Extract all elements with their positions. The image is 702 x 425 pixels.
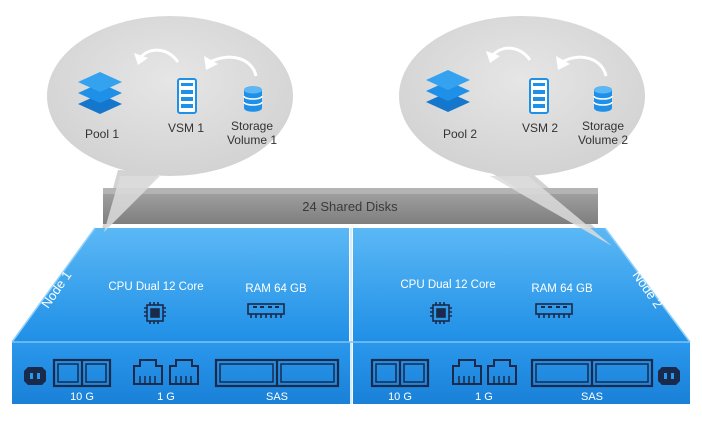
layers-icon bbox=[426, 70, 470, 112]
ten-g-ports bbox=[52, 358, 112, 388]
bubble-2-vsm-label: VSM 2 bbox=[522, 121, 558, 135]
ram-module-icon bbox=[535, 303, 573, 318]
node-1-ram-label: RAM 64 GB bbox=[245, 283, 307, 295]
node-2-one-g-label: 1 G bbox=[475, 391, 493, 403]
node-2-ten-g-label: 10 G bbox=[388, 391, 412, 403]
bubble-1-vsm-label: VSM 1 bbox=[168, 121, 204, 135]
ethernet-port-icon bbox=[487, 359, 517, 385]
node-2-front-face bbox=[353, 342, 690, 404]
node-1-one-g-label: 1 G bbox=[157, 391, 175, 403]
power-plug-icon bbox=[24, 367, 46, 385]
bubble-1-storage-label-line2: Volume 1 bbox=[227, 133, 277, 147]
cpu-chip-icon bbox=[144, 302, 166, 324]
shared-disks-bar: 24 Shared Disks bbox=[103, 188, 598, 224]
node-1-sas-label: SAS bbox=[266, 391, 288, 403]
ram-module-icon bbox=[247, 303, 285, 318]
node-2-sas-label: SAS bbox=[581, 391, 603, 403]
bubble-1-storage-label-line1: Storage bbox=[231, 119, 273, 133]
database-icon bbox=[593, 86, 613, 112]
sas-ports bbox=[530, 358, 654, 388]
shared-disks-label: 24 Shared Disks bbox=[302, 199, 398, 214]
ethernet-port-icon bbox=[169, 359, 199, 385]
bubble-2-pool-label: Pool 2 bbox=[443, 127, 477, 141]
database-icon bbox=[243, 86, 263, 112]
bubble-1-pool-label: Pool 1 bbox=[85, 127, 119, 141]
power-plug-icon bbox=[658, 367, 680, 385]
node-2-cpu-label: CPU Dual 12 Core bbox=[400, 279, 495, 291]
layers-icon bbox=[78, 72, 122, 114]
node-1-ten-g-label: 10 G bbox=[70, 391, 94, 403]
ethernet-port-icon bbox=[452, 359, 482, 385]
sas-ports bbox=[214, 358, 340, 388]
bubble-2-storage-label-line2: Volume 2 bbox=[578, 133, 628, 147]
arrow-icon bbox=[134, 48, 258, 77]
cpu-chip-icon bbox=[430, 302, 452, 324]
node-1-cpu-label: CPU Dual 12 Core bbox=[108, 281, 203, 293]
node-2-ram-label: RAM 64 GB bbox=[531, 283, 593, 295]
node-1-front-face bbox=[12, 342, 351, 404]
ten-g-ports bbox=[370, 358, 430, 388]
ethernet-port-icon bbox=[133, 359, 163, 385]
server-icon bbox=[177, 78, 197, 114]
arrow-icon bbox=[486, 46, 608, 77]
server-icon bbox=[529, 78, 549, 114]
bubble-2-storage-label-line1: Storage bbox=[582, 119, 624, 133]
